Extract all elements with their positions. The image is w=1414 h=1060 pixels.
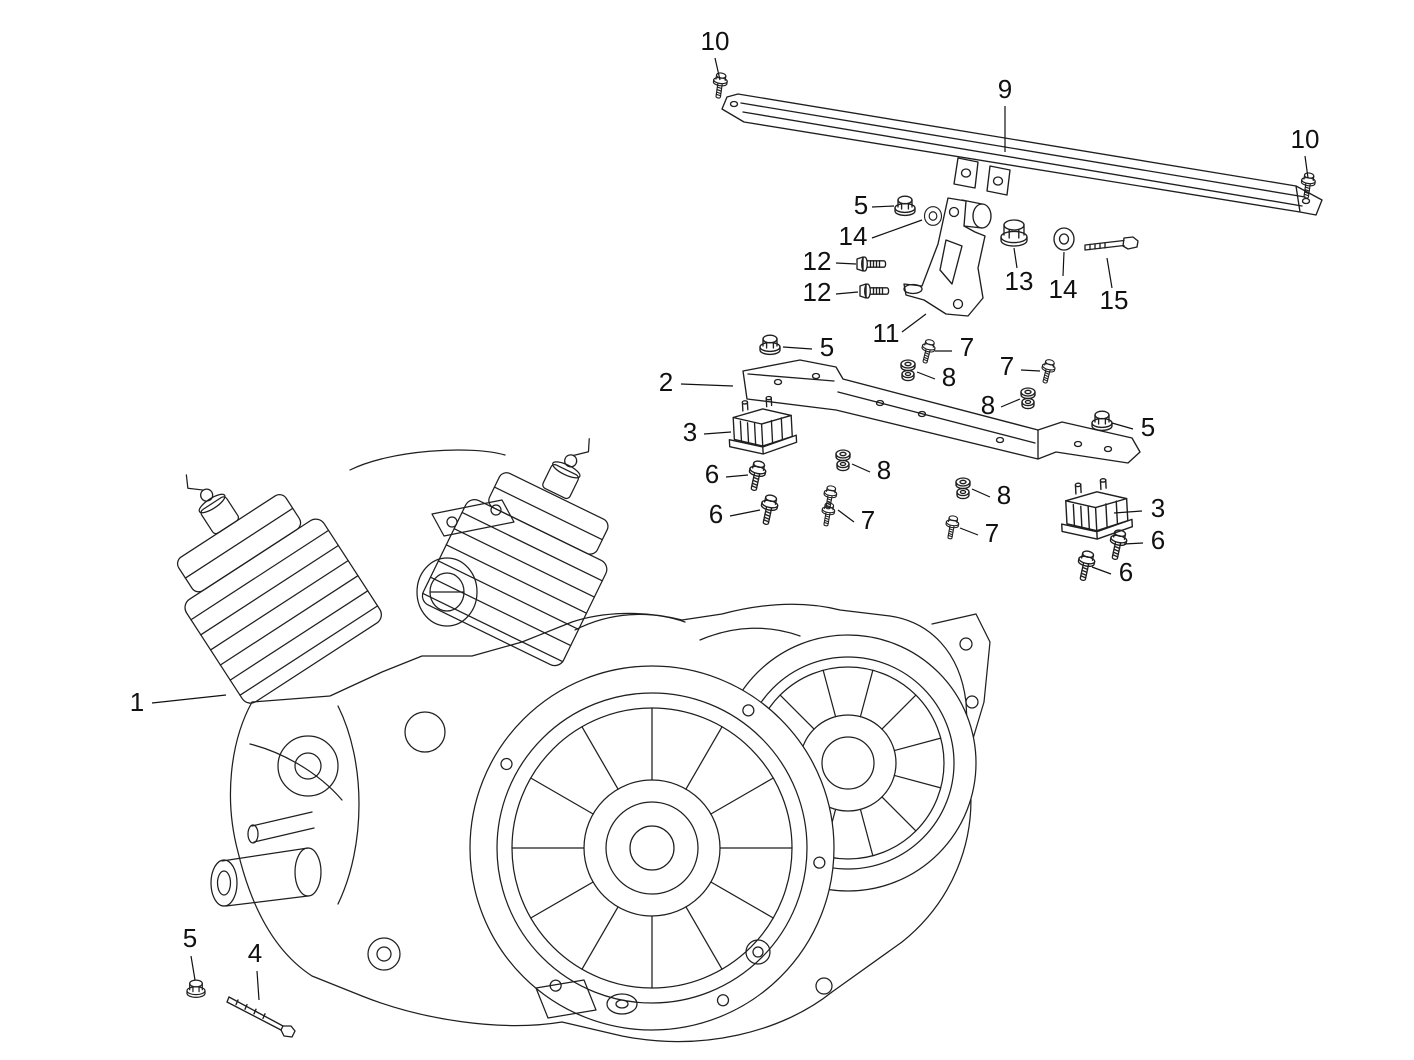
callout-label-7: 7 [960, 332, 974, 362]
callout-leader-5 [782, 346, 813, 350]
front-cylinder [176, 474, 382, 704]
callout-leader-8 [1000, 398, 1021, 408]
callout-leader-1 [151, 694, 227, 704]
callout-leader-14 [1062, 251, 1065, 277]
callout-label-5: 5 [183, 923, 197, 953]
callout-leader-6 [1123, 542, 1144, 545]
callout-leader-2 [680, 383, 734, 387]
callout-label-3: 3 [683, 417, 697, 447]
bolt-part6-a [745, 458, 769, 493]
bolt-part10-left [710, 71, 729, 100]
callout-label-14: 14 [1049, 274, 1078, 304]
callout-label-14: 14 [839, 221, 868, 251]
bolt-part15 [1084, 236, 1139, 251]
crankcase-outline [229, 603, 972, 1043]
callout-leader-12 [835, 262, 857, 265]
cvt-cover [469, 665, 835, 1031]
callout-leader-13 [1013, 247, 1018, 269]
nut-part5-bottom [186, 979, 206, 998]
callout-leader-7 [837, 509, 855, 523]
bolt-part7-e [943, 514, 961, 541]
bolt-part6-d [1074, 548, 1098, 583]
callout-leader-6 [725, 474, 749, 478]
washers-part8-d [955, 477, 971, 500]
engine-assembly-part1 [176, 438, 991, 1043]
callout-label-6: 6 [1151, 525, 1165, 555]
callout-label-6: 6 [705, 459, 719, 489]
callout-label-3: 3 [1151, 493, 1165, 523]
bolt-part7-c [821, 484, 839, 511]
callout-leader-6 [1091, 566, 1112, 575]
rear-cylinder [421, 438, 609, 667]
callout-leader-6 [729, 509, 761, 517]
callout-label-8: 8 [997, 480, 1011, 510]
callout-label-12: 12 [803, 277, 832, 307]
callout-leader-4 [256, 970, 260, 1001]
washers-part8-a [900, 359, 916, 382]
callout-label-15: 15 [1100, 285, 1129, 315]
nut-part5-right [1091, 410, 1113, 432]
callout-label-8: 8 [981, 390, 995, 420]
callout-label-6: 6 [709, 499, 723, 529]
cross-member-part2 [742, 359, 1141, 464]
callout-leader-8 [971, 488, 991, 498]
callout-leader-7 [959, 527, 979, 536]
bolt-part6-b [757, 492, 781, 527]
nut-part5-top [894, 195, 916, 217]
callout-label-13: 13 [1005, 266, 1034, 296]
callout-label-2: 2 [659, 367, 673, 397]
bolt-part12-upper [856, 256, 887, 272]
bolt-part12-lower [859, 283, 890, 299]
engine-mount-part3-right [1058, 476, 1134, 542]
callout-label-8: 8 [877, 455, 891, 485]
washers-part8-c [835, 449, 851, 472]
callout-label-5: 5 [1141, 412, 1155, 442]
callout-label-5: 5 [854, 190, 868, 220]
callout-leader-3 [703, 431, 732, 435]
callout-label-7: 7 [1000, 351, 1014, 381]
callout-label-9: 9 [998, 74, 1012, 104]
callout-leader-15 [1106, 257, 1113, 289]
callout-label-8: 8 [942, 362, 956, 392]
callout-leader-12 [835, 291, 859, 295]
callout-leader-10 [1304, 155, 1309, 179]
nut-part5-left [759, 334, 781, 356]
callout-label-4: 4 [248, 938, 262, 968]
upper-frame-bar-part9 [721, 93, 1323, 216]
top-bracket [431, 499, 515, 537]
nut-part13 [1000, 219, 1028, 247]
washer-part14-right [1053, 227, 1075, 251]
bolt-part4 [226, 996, 296, 1038]
callout-leader-3 [1113, 510, 1143, 514]
callout-leader-8 [851, 463, 871, 473]
bolt-part7-b [1038, 357, 1058, 385]
callout-label-11: 11 [873, 318, 900, 348]
callout-label-10: 10 [701, 26, 730, 56]
callout-leader-11 [901, 313, 927, 333]
case-details [249, 613, 833, 1019]
mount-bracket-part11 [903, 197, 992, 317]
callout-leader-7 [1020, 369, 1041, 372]
callout-label-10: 10 [1291, 124, 1320, 154]
callout-leader-14 [871, 219, 923, 239]
callout-label-5: 5 [820, 332, 834, 362]
callout-label-7: 7 [861, 505, 875, 535]
callout-label-1: 1 [130, 687, 144, 717]
washer-part14-left [923, 206, 943, 226]
callout-leader-5 [871, 205, 895, 208]
throttle-body [349, 449, 506, 627]
washers-part8-b [1020, 387, 1036, 410]
callout-label-6: 6 [1119, 557, 1133, 587]
bolt-part7-a [918, 337, 938, 365]
output-shaft [210, 811, 322, 907]
callout-label-7: 7 [985, 518, 999, 548]
callout-leader-5 [190, 955, 196, 981]
callout-leader-10 [714, 57, 721, 81]
callout-leader-5 [1111, 422, 1134, 430]
callout-leader-8 [916, 371, 936, 380]
callout-label-12: 12 [803, 246, 832, 276]
